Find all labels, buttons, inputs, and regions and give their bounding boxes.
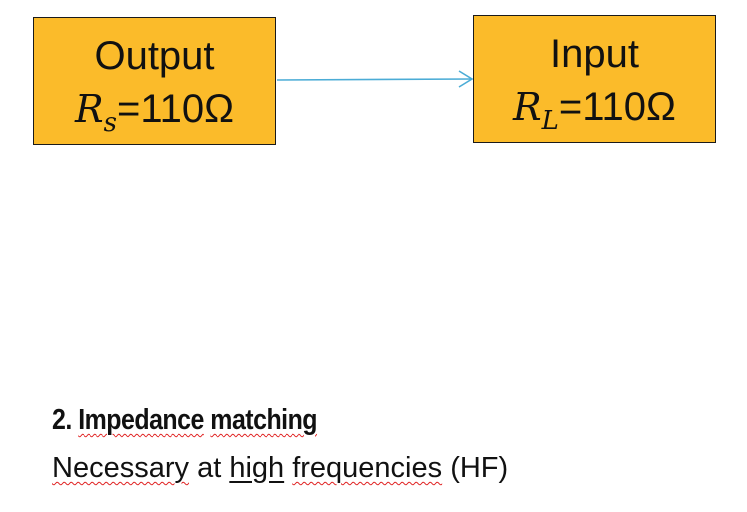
output-block-resistance: Rs=110Ω [34,84,275,148]
section-heading: 2. Impedance matching [52,404,318,437]
input-resistance-subscript: L [541,106,559,136]
output-resistance-value: =110Ω [116,87,234,131]
section-description: Necessary at high frequencies (HF) [52,452,508,485]
input-block-title: Input [550,32,639,76]
input-block: Input RL=110Ω [473,15,716,143]
connector-line [276,78,473,81]
description-word-high: high [229,452,285,484]
description-word-at: at [197,452,222,484]
input-block-resistance: RL=110Ω [474,82,715,146]
output-resistance-subscript: s [103,108,117,138]
heading-word-matching: matching [210,404,318,436]
heading-word-impedance: Impedance [78,404,204,436]
input-resistance-symbol: R [513,85,542,129]
input-resistance-value: =110Ω [558,85,676,129]
description-word-necessary: Necessary [52,452,189,484]
output-resistance-symbol: R [75,87,104,131]
output-block: Output Rs=110Ω [33,17,276,145]
heading-number: 2. [52,404,72,436]
description-word-frequencies: frequencies [292,452,443,484]
output-block-title: Output [94,34,215,78]
description-word-hf: (HF) [450,452,509,484]
connector-arrowhead [458,70,474,88]
